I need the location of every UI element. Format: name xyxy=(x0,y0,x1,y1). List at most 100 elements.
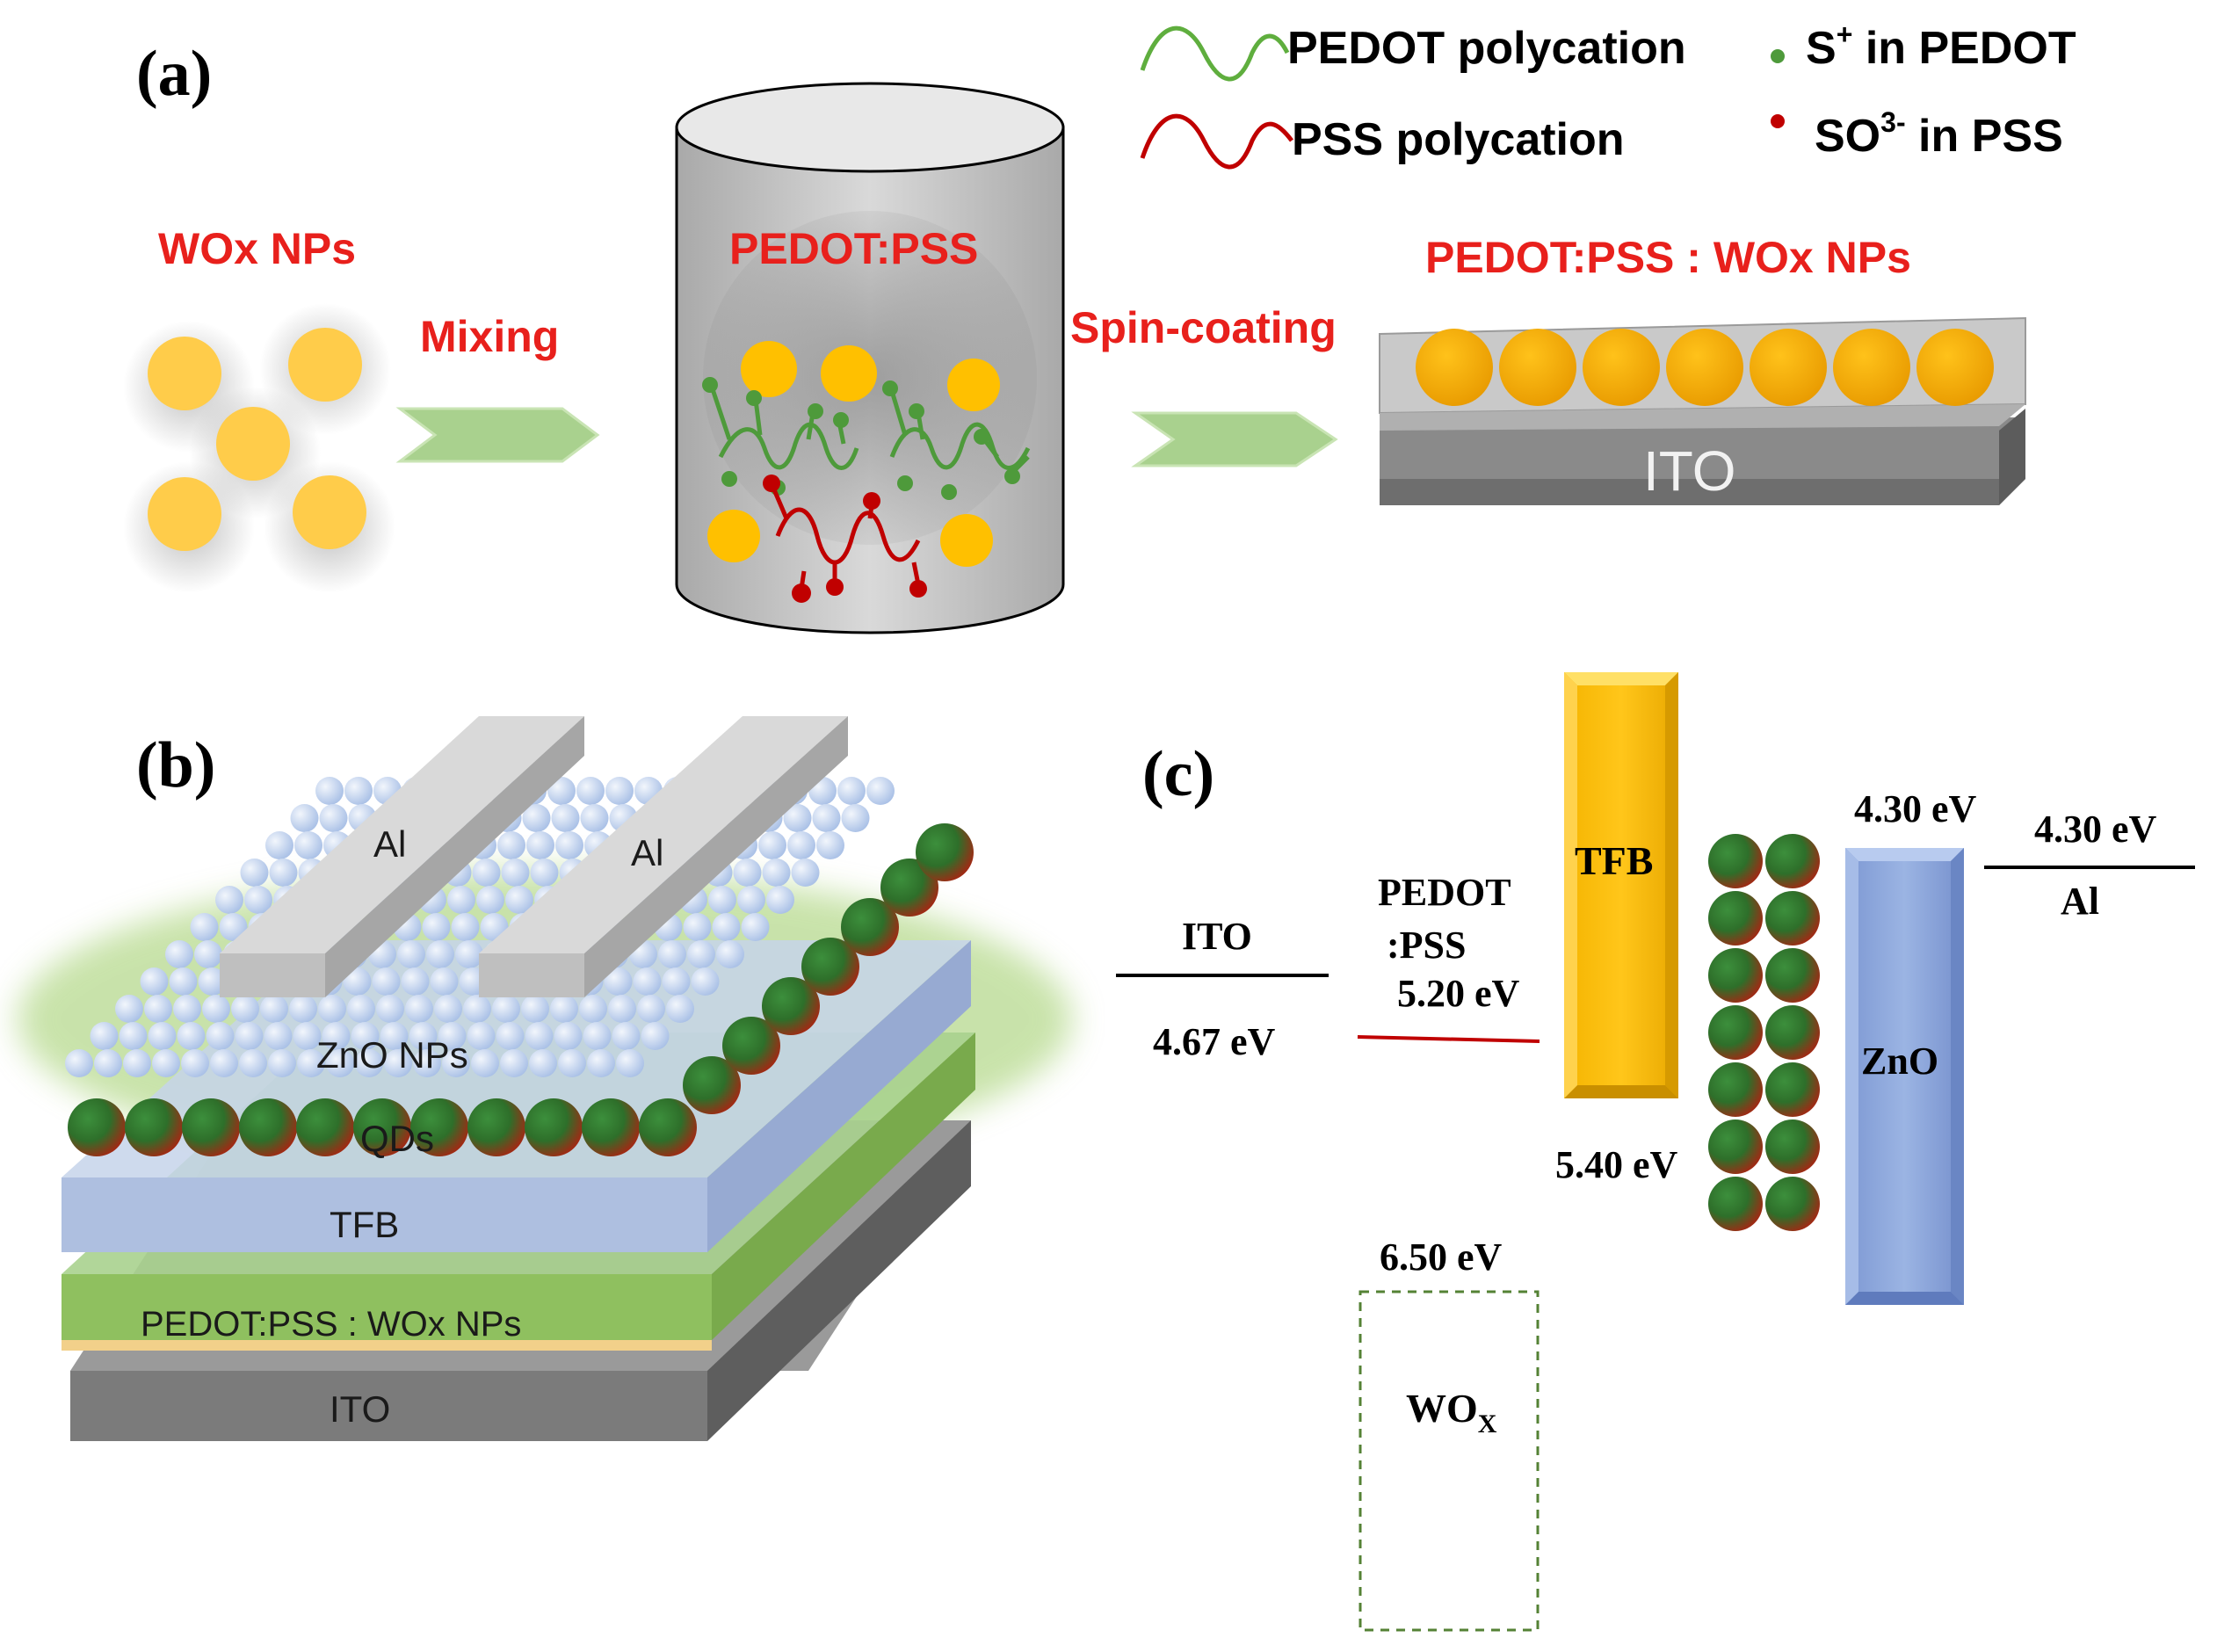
zno-nanoparticle xyxy=(123,1049,151,1077)
zno-nanoparticle xyxy=(451,913,480,941)
zno-nanoparticle xyxy=(430,967,459,996)
zno-nanoparticle xyxy=(587,1049,615,1077)
al-label-1: Al xyxy=(373,823,406,865)
ito-label-c: ITO xyxy=(1182,915,1252,958)
zno-nanoparticle xyxy=(741,913,770,941)
zno-nanoparticle xyxy=(841,804,870,832)
zno-nanoparticle xyxy=(90,1022,119,1050)
zno-nanoparticle xyxy=(605,777,634,805)
zno-nanoparticle xyxy=(235,1022,264,1050)
zno-nanoparticle xyxy=(326,1049,354,1077)
zno-nanoparticle xyxy=(837,777,866,805)
zno-nanoparticle xyxy=(219,913,248,941)
zno-nanoparticle xyxy=(319,804,348,832)
zno-nanoparticle xyxy=(787,831,815,859)
zno-nanoparticle xyxy=(380,1022,409,1050)
zno-nanoparticle xyxy=(215,886,243,914)
zno-nanoparticle xyxy=(766,886,794,914)
zno-nanoparticle xyxy=(550,995,578,1023)
so3-legend-dot xyxy=(1771,114,1785,128)
zno-nanoparticle xyxy=(604,967,633,996)
qd-column-c xyxy=(1708,834,1820,1231)
zno-nanoparticle xyxy=(173,995,201,1023)
wox-nanoparticle xyxy=(293,475,366,549)
wox-ev-label: 6.50 eV xyxy=(1380,1235,1503,1279)
ito-label-a: ITO xyxy=(1643,439,1736,503)
zno-nanoparticle xyxy=(683,913,712,941)
zno-nanoparticle xyxy=(463,995,491,1023)
zno-nanoparticle xyxy=(265,831,293,859)
zno-nanoparticle xyxy=(530,859,559,887)
zno-nanoparticle xyxy=(426,940,454,968)
zno-nanoparticle xyxy=(315,777,344,805)
zno-nanoparticle xyxy=(152,1049,180,1077)
zno-nanoparticle xyxy=(501,859,530,887)
zno-nanoparticle xyxy=(525,1022,554,1050)
zno-nanoparticle xyxy=(712,913,741,941)
zno-nanoparticle xyxy=(866,777,895,805)
al-label-2: Al xyxy=(631,832,663,873)
zno-nanoparticle xyxy=(372,967,401,996)
zno-nanoparticle xyxy=(737,886,765,914)
zno-nanoparticle xyxy=(409,1022,438,1050)
pedot-polycation-legend-label: PEDOT polycation xyxy=(1287,23,1686,74)
zno-nanoparticle xyxy=(355,1049,383,1077)
zno-nanoparticle xyxy=(94,1049,122,1077)
mixing-label: Mixing xyxy=(420,312,559,361)
zno-nanoparticle xyxy=(384,1049,412,1077)
zno-nanoparticle xyxy=(791,859,820,887)
pedot-ev-label: 5.20 eV xyxy=(1397,972,1520,1015)
zno-nanoparticle xyxy=(579,995,607,1023)
al-electrode-2 xyxy=(479,716,848,997)
zno-nanoparticle xyxy=(691,967,720,996)
zno-nanoparticle xyxy=(637,995,665,1023)
wox-label-c: WOX xyxy=(1406,1386,1497,1438)
zno-nanoparticle xyxy=(716,940,744,968)
pedot-wox-label-b: PEDOT:PSS : WOx NPs xyxy=(141,1305,521,1344)
tfb-level-bar xyxy=(1564,672,1678,1098)
zno-nanoparticle xyxy=(576,777,605,805)
zno-nanoparticle xyxy=(115,995,143,1023)
zno-nanoparticle xyxy=(529,1049,557,1077)
zno-nanoparticle xyxy=(583,1022,612,1050)
zno-nanoparticle xyxy=(239,1049,267,1077)
zno-nanoparticle xyxy=(438,1022,467,1050)
zno-nanoparticle xyxy=(551,804,580,832)
beaker-np xyxy=(707,510,760,562)
wox-nanoparticle xyxy=(148,337,221,410)
qd-layer-b xyxy=(68,823,974,1156)
zno-nanoparticle xyxy=(633,967,662,996)
zno-nanoparticle xyxy=(687,940,715,968)
beaker-np xyxy=(821,345,877,402)
wox-nanoparticle xyxy=(148,477,221,551)
zno-ev-label: 4.30 eV xyxy=(1854,787,1977,830)
zno-nanoparticle xyxy=(554,1022,583,1050)
zno-nanoparticle xyxy=(397,940,425,968)
wox-nanoparticles xyxy=(123,303,395,593)
zno-nanoparticle xyxy=(434,995,462,1023)
zno-nanoparticle xyxy=(662,967,691,996)
beaker-np xyxy=(947,359,1000,411)
panel-label-b: (b) xyxy=(136,729,215,801)
zno-nanoparticle xyxy=(555,831,583,859)
zno-nanoparticle xyxy=(202,995,230,1023)
zno-nanoparticle xyxy=(442,1049,470,1077)
s-plus-legend-dot xyxy=(1771,49,1785,63)
zno-nanoparticle xyxy=(783,804,812,832)
zno-nanoparticle xyxy=(322,1022,351,1050)
zno-nanoparticle xyxy=(447,886,475,914)
zno-nanoparticle xyxy=(318,995,346,1023)
zno-nps-label-b: ZnO NPs xyxy=(316,1034,468,1076)
wox-level-box xyxy=(1358,1290,1540,1632)
pedot-pss-beaker-label: PEDOT:PSS xyxy=(729,224,978,273)
zno-nanoparticle xyxy=(608,995,636,1023)
zno-nanoparticle xyxy=(264,1022,293,1050)
zno-nanoparticle xyxy=(496,1022,525,1050)
pss-polycation-legend-label: PSS polycation xyxy=(1292,114,1625,165)
al-ev-label: 4.30 eV xyxy=(2034,808,2157,851)
zno-nanoparticle xyxy=(558,1049,586,1077)
zno-nanoparticle xyxy=(181,1049,209,1077)
zno-nanoparticle xyxy=(144,995,172,1023)
pedot-label-line2: :PSS xyxy=(1387,924,1466,967)
zno-nanoparticle xyxy=(455,940,483,968)
